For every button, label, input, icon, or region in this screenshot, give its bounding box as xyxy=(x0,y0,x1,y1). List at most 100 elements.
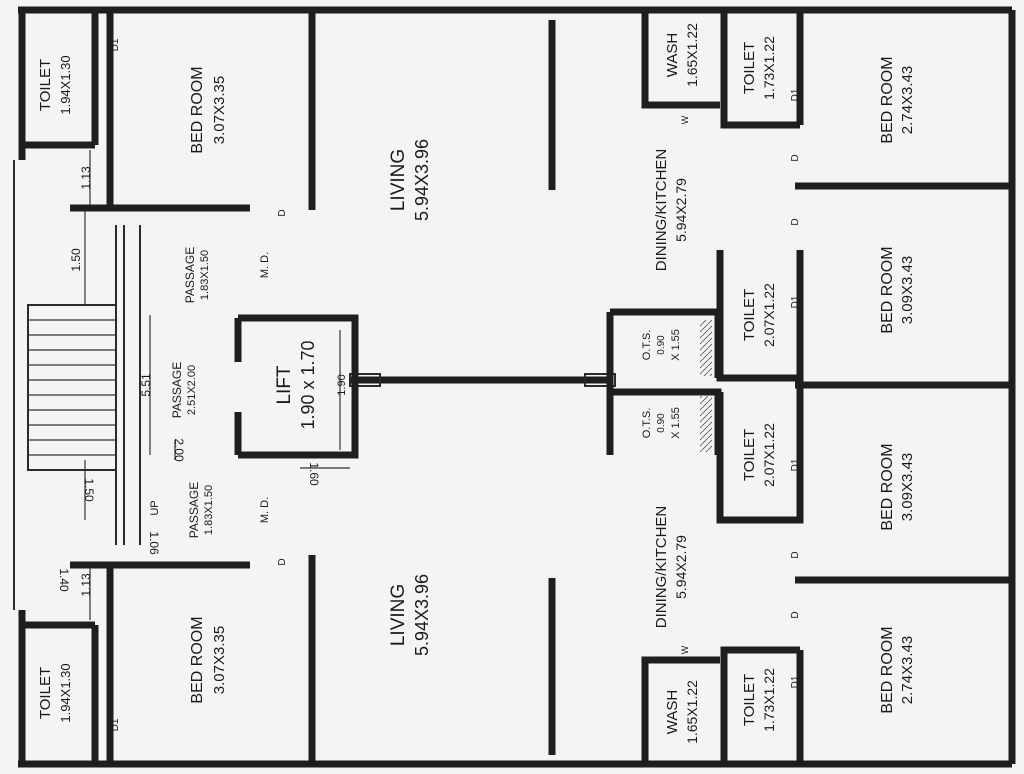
door-tag: D xyxy=(790,551,801,558)
svg-text:1.40: 1.40 xyxy=(57,568,71,592)
room-size: 2.74X3.43 xyxy=(899,636,916,704)
room-size: 5.94X2.79 xyxy=(673,535,689,599)
room-name: BED ROOM xyxy=(189,616,206,703)
dimension-label: 1.13 xyxy=(79,166,93,190)
room-name: O.T.S. xyxy=(641,330,653,361)
room-name: TOILET xyxy=(37,59,54,111)
svg-text:D: D xyxy=(790,551,801,558)
room-name: BED ROOM xyxy=(879,56,896,143)
door-tag-d1: D1 xyxy=(790,675,801,688)
room-size: 3.09X3.43 xyxy=(899,256,916,324)
svg-text:M. D.: M. D. xyxy=(259,252,271,278)
room-name: WASH xyxy=(664,33,681,77)
room-name: O.T.S. xyxy=(641,408,653,439)
svg-text:1.50: 1.50 xyxy=(82,478,96,502)
bedroom-bottom-right: BED ROOM 2.74X3.43 xyxy=(879,626,916,713)
room-name: BED ROOM xyxy=(879,443,896,530)
room-size: 3.07X3.35 xyxy=(211,626,228,694)
room-size: 0.90 xyxy=(656,413,667,433)
svg-text:D: D xyxy=(790,611,801,618)
svg-text:D: D xyxy=(790,154,801,161)
passage-top: PASSAGE 1.83X1.50 xyxy=(183,247,211,303)
toilet-middle-top: TOILET 2.07X1.22 xyxy=(741,283,777,347)
door-tag: D xyxy=(790,611,801,618)
staircase xyxy=(27,225,141,545)
dimension-label: 1.40 xyxy=(57,568,71,592)
door-tag-d1: D1 xyxy=(790,295,801,308)
room-name: LIVING xyxy=(388,584,409,646)
room-name: PASSAGE xyxy=(170,362,184,418)
room-name: BED ROOM xyxy=(879,246,896,333)
bedroom-bottom-left: BED ROOM 3.07X3.35 xyxy=(189,616,228,703)
room-size: 5.94X3.96 xyxy=(412,139,432,221)
svg-text:5.51: 5.51 xyxy=(139,373,153,397)
room-size: 1.83X1.50 xyxy=(199,250,211,300)
room-size: 1.65X1.22 xyxy=(684,680,700,744)
svg-text:D: D xyxy=(277,209,288,216)
toilet-bottom-left: TOILET 1.94X1.30 xyxy=(37,663,73,722)
dimension-label: 1.50 xyxy=(82,478,96,502)
walls xyxy=(13,6,1016,768)
svg-text:1.13: 1.13 xyxy=(79,166,93,190)
room-size: 1.94X1.30 xyxy=(58,663,73,722)
room-size: 2.51X2.00 xyxy=(186,365,198,415)
room-size: 1.65X1.22 xyxy=(684,23,700,87)
room-name: PASSAGE xyxy=(183,247,197,303)
room-name: WASH xyxy=(664,690,681,734)
svg-text:1.06: 1.06 xyxy=(147,531,161,555)
wash-top: WASH 1.65X1.22 xyxy=(664,23,700,87)
dimension-lines xyxy=(84,150,350,620)
passage-bottom: PASSAGE 1.83X1.50 xyxy=(187,482,215,538)
room-size: 5.94X3.96 xyxy=(412,574,432,656)
lift: LIFT 1.90 x 1.70 xyxy=(274,340,318,429)
bedroom-top-left: BED ROOM 3.07X3.35 xyxy=(189,66,228,153)
svg-text:D1: D1 xyxy=(790,675,801,688)
door-tag: D xyxy=(277,209,288,216)
room-name: TOILET xyxy=(37,667,54,719)
dimension-label: 1.06 xyxy=(147,531,161,555)
svg-text:1.13: 1.13 xyxy=(79,573,93,597)
svg-text:1.50: 1.50 xyxy=(69,248,83,272)
room-name: TOILET xyxy=(741,289,758,341)
wash-bottom: WASH 1.65X1.22 xyxy=(664,680,700,744)
main-door-tag: M. D. xyxy=(259,252,271,278)
room-name: TOILET xyxy=(741,42,758,94)
toilet-bottom-right: TOILET 1.73X1.22 xyxy=(741,668,777,732)
toilet-top-right: TOILET 1.73X1.22 xyxy=(741,36,777,100)
toilet-top-left: TOILET 1.94X1.30 xyxy=(37,55,73,114)
passage-middle: PASSAGE 2.51X2.00 xyxy=(170,362,198,418)
room-size: X 1.55 xyxy=(670,407,682,439)
room-size: 2.07X1.22 xyxy=(761,423,777,487)
window-tag: W xyxy=(680,115,690,124)
ots-top: O.T.S. 0.90 X 1.55 xyxy=(641,329,682,361)
ots-bottom: O.T.S. 0.90 X 1.55 xyxy=(641,407,682,439)
room-name: DINING/KITCHEN xyxy=(653,506,670,629)
door-tag-d1: D1 xyxy=(110,38,121,51)
lift-dimension: 1.90 xyxy=(336,374,348,395)
dimension-label: 2.00 xyxy=(172,438,186,462)
door-tag-d1: D1 xyxy=(790,88,801,101)
svg-text:M. D.: M. D. xyxy=(259,497,271,523)
room-size: X 1.55 xyxy=(670,329,682,361)
window-tag: W xyxy=(680,645,690,654)
dining-kitchen-bottom: DINING/KITCHEN 5.94X2.79 xyxy=(653,506,689,629)
svg-text:1.60: 1.60 xyxy=(307,462,321,486)
svg-text:D1: D1 xyxy=(110,38,121,51)
stair-up-tag: UP xyxy=(149,500,161,515)
room-name: BED ROOM xyxy=(189,66,206,153)
bedroom-middle-bottom: BED ROOM 3.09X3.43 xyxy=(879,443,916,530)
door-tag-d1: D1 xyxy=(110,718,121,731)
room-size: 5.94X2.79 xyxy=(673,178,689,242)
room-name: DINING/KITCHEN xyxy=(653,149,670,272)
room-name: TOILET xyxy=(741,429,758,481)
svg-text:D1: D1 xyxy=(790,88,801,101)
dining-kitchen-top: DINING/KITCHEN 5.94X2.79 xyxy=(653,149,689,272)
svg-text:2.00: 2.00 xyxy=(172,438,186,462)
bedroom-middle-top: BED ROOM 3.09X3.43 xyxy=(879,246,916,333)
door-tag: D xyxy=(790,154,801,161)
room-size: 3.07X3.35 xyxy=(211,76,228,144)
room-size: 1.83X1.50 xyxy=(203,485,215,535)
svg-text:W: W xyxy=(680,115,690,124)
room-size: 2.74X3.43 xyxy=(899,66,916,134)
